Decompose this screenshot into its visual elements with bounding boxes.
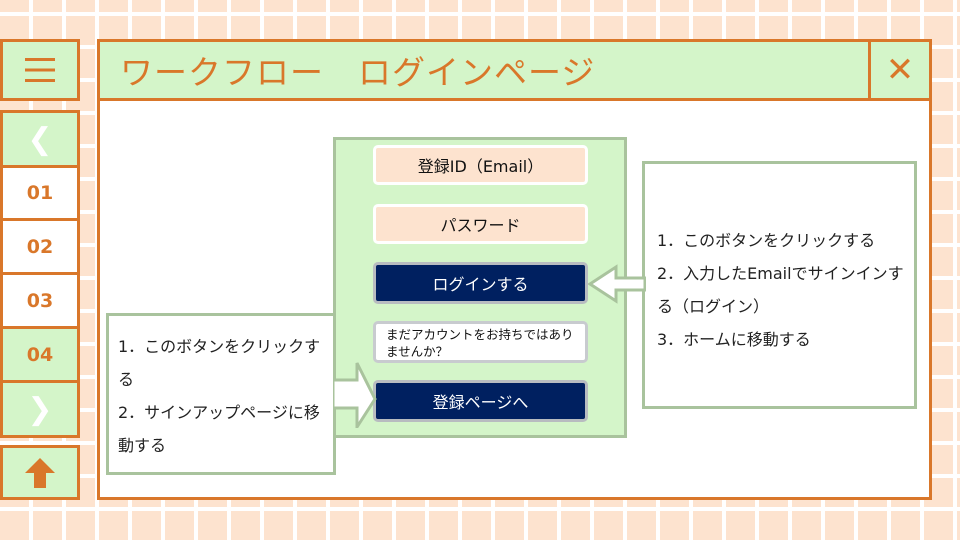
login-button-label: ログインする [432, 275, 529, 294]
chevron-right-icon: ❯ [27, 391, 53, 427]
arrow-left-icon [588, 264, 646, 304]
page-title: ワークフロー ログインページ [120, 53, 596, 92]
sidebar-item-02[interactable]: 02 [0, 218, 80, 275]
sidebar-item-label: 04 [26, 343, 54, 366]
hamburger-menu-icon [25, 58, 55, 82]
no-account-message: まだアカウントをお持ちではありませんか？ [373, 321, 588, 363]
sidebar-item-label: 02 [26, 235, 54, 258]
chevron-left-icon: ❮ [27, 121, 53, 157]
note-line: 2．入力したEmailでサインインする（ログイン） [657, 264, 904, 316]
note-line: 2．サインアップページに移動する [118, 403, 320, 455]
email-field-label: 登録ID（Email） [417, 157, 544, 176]
sidebar-item-label: 01 [26, 182, 54, 204]
arrow-right-icon [333, 362, 377, 428]
password-field-label: パスワード [440, 216, 521, 235]
up-arrow-icon [25, 457, 55, 488]
next-page-button[interactable]: ❯ [0, 380, 80, 438]
close-icon: ✕ [885, 50, 915, 90]
register-button-note: 1．このボタンをクリックする 2．サインアップページに移動する [106, 313, 336, 475]
note-line: 1．このボタンをクリックする [118, 337, 321, 389]
login-button[interactable]: ログインする [373, 262, 588, 304]
register-button[interactable]: 登録ページへ [373, 380, 588, 422]
register-button-label: 登録ページへ [432, 393, 529, 412]
no-account-text: まだアカウントをお持ちではありませんか？ [386, 327, 574, 359]
sidebar-item-03[interactable]: 03 [0, 272, 80, 329]
sidebar-item-label: 03 [26, 289, 54, 312]
title-bar: ワークフロー ログインページ [97, 39, 871, 101]
email-field[interactable]: 登録ID（Email） [373, 145, 588, 185]
close-button[interactable]: ✕ [868, 39, 932, 101]
note-line: 3．ホームに移動する [657, 330, 811, 349]
password-field[interactable]: パスワード [373, 204, 588, 244]
sidebar-item-01[interactable]: 01 [0, 165, 80, 221]
note-line: 1．このボタンをクリックする [657, 231, 876, 250]
login-button-note: 1．このボタンをクリックする 2．入力したEmailでサインインする（ログイン）… [642, 161, 917, 409]
scroll-top-button[interactable] [0, 445, 80, 500]
prev-page-button[interactable]: ❮ [0, 110, 80, 168]
sidebar-item-04[interactable]: 04 [0, 326, 80, 383]
menu-button[interactable] [0, 39, 80, 101]
